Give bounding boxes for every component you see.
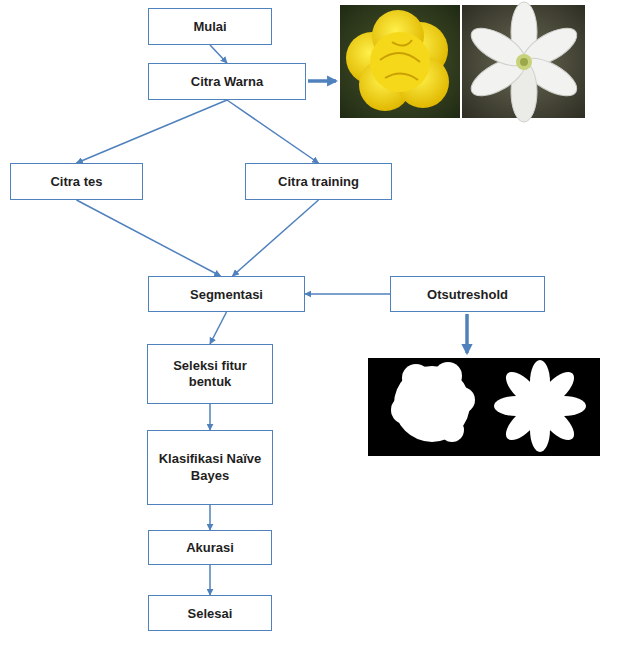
flow-arrow: [77, 100, 228, 163]
photo-pointer: [308, 79, 336, 83]
flow-arrow: [210, 312, 227, 344]
flow-arrow: [209, 404, 211, 430]
flow-arrow: [233, 200, 319, 276]
flow-arrow: [305, 293, 390, 295]
text-stack: Citra tes: [50, 172, 102, 190]
flow-arrow: [209, 565, 211, 595]
flow-arrow: [227, 100, 319, 163]
process-box: Seleksi fitur bentuk: [147, 344, 273, 404]
text-stack: Klasifikasi Naïve Bayes: [154, 451, 266, 484]
process-box: Citra Warna: [148, 63, 306, 100]
yellow-flower-photo: [340, 5, 460, 118]
box-label: Mulai: [193, 19, 226, 35]
box-label: Otsutreshold: [427, 287, 508, 303]
white-flower-photo: [462, 2, 585, 122]
box-label: Citra Warna: [191, 74, 263, 90]
flow-arrow: [209, 505, 211, 530]
box-label: Klasifikasi Naïve Bayes: [154, 451, 266, 484]
start-box: Mulai: [148, 8, 272, 45]
method-box: Otsutreshold: [390, 276, 545, 312]
process-box: Segmentasi: [148, 276, 305, 312]
text-stack: Seleksi fitur bentuk: [154, 358, 266, 391]
box-label: Akurasi: [186, 540, 234, 556]
process-box: Citra tes: [10, 163, 143, 200]
text-stack: Akurasi: [186, 538, 234, 556]
flow-arrow: [210, 45, 227, 63]
box-label: Selesai: [188, 606, 233, 622]
process-box: Akurasi: [148, 530, 272, 565]
box-label: Citra tes: [50, 174, 102, 190]
text-stack: Selesai: [188, 604, 233, 622]
flow-arrow: [77, 200, 221, 276]
box-label: Segmentasi: [190, 287, 263, 303]
process-box: Citra training: [245, 163, 392, 200]
box-label: Seleksi fitur bentuk: [154, 358, 266, 391]
box-label: Citra training: [278, 174, 359, 190]
text-stack: Mulai: [193, 17, 226, 35]
text-stack: Citra training: [278, 172, 359, 190]
mask-pointer: [465, 314, 469, 353]
binary-mask-image: [368, 358, 600, 456]
text-stack: Citra Warna: [191, 72, 263, 90]
process-box: Klasifikasi Naïve Bayes: [147, 430, 273, 505]
end-box: Selesai: [148, 595, 272, 631]
text-stack: Otsutreshold: [427, 285, 508, 303]
text-stack: Segmentasi: [190, 285, 263, 303]
